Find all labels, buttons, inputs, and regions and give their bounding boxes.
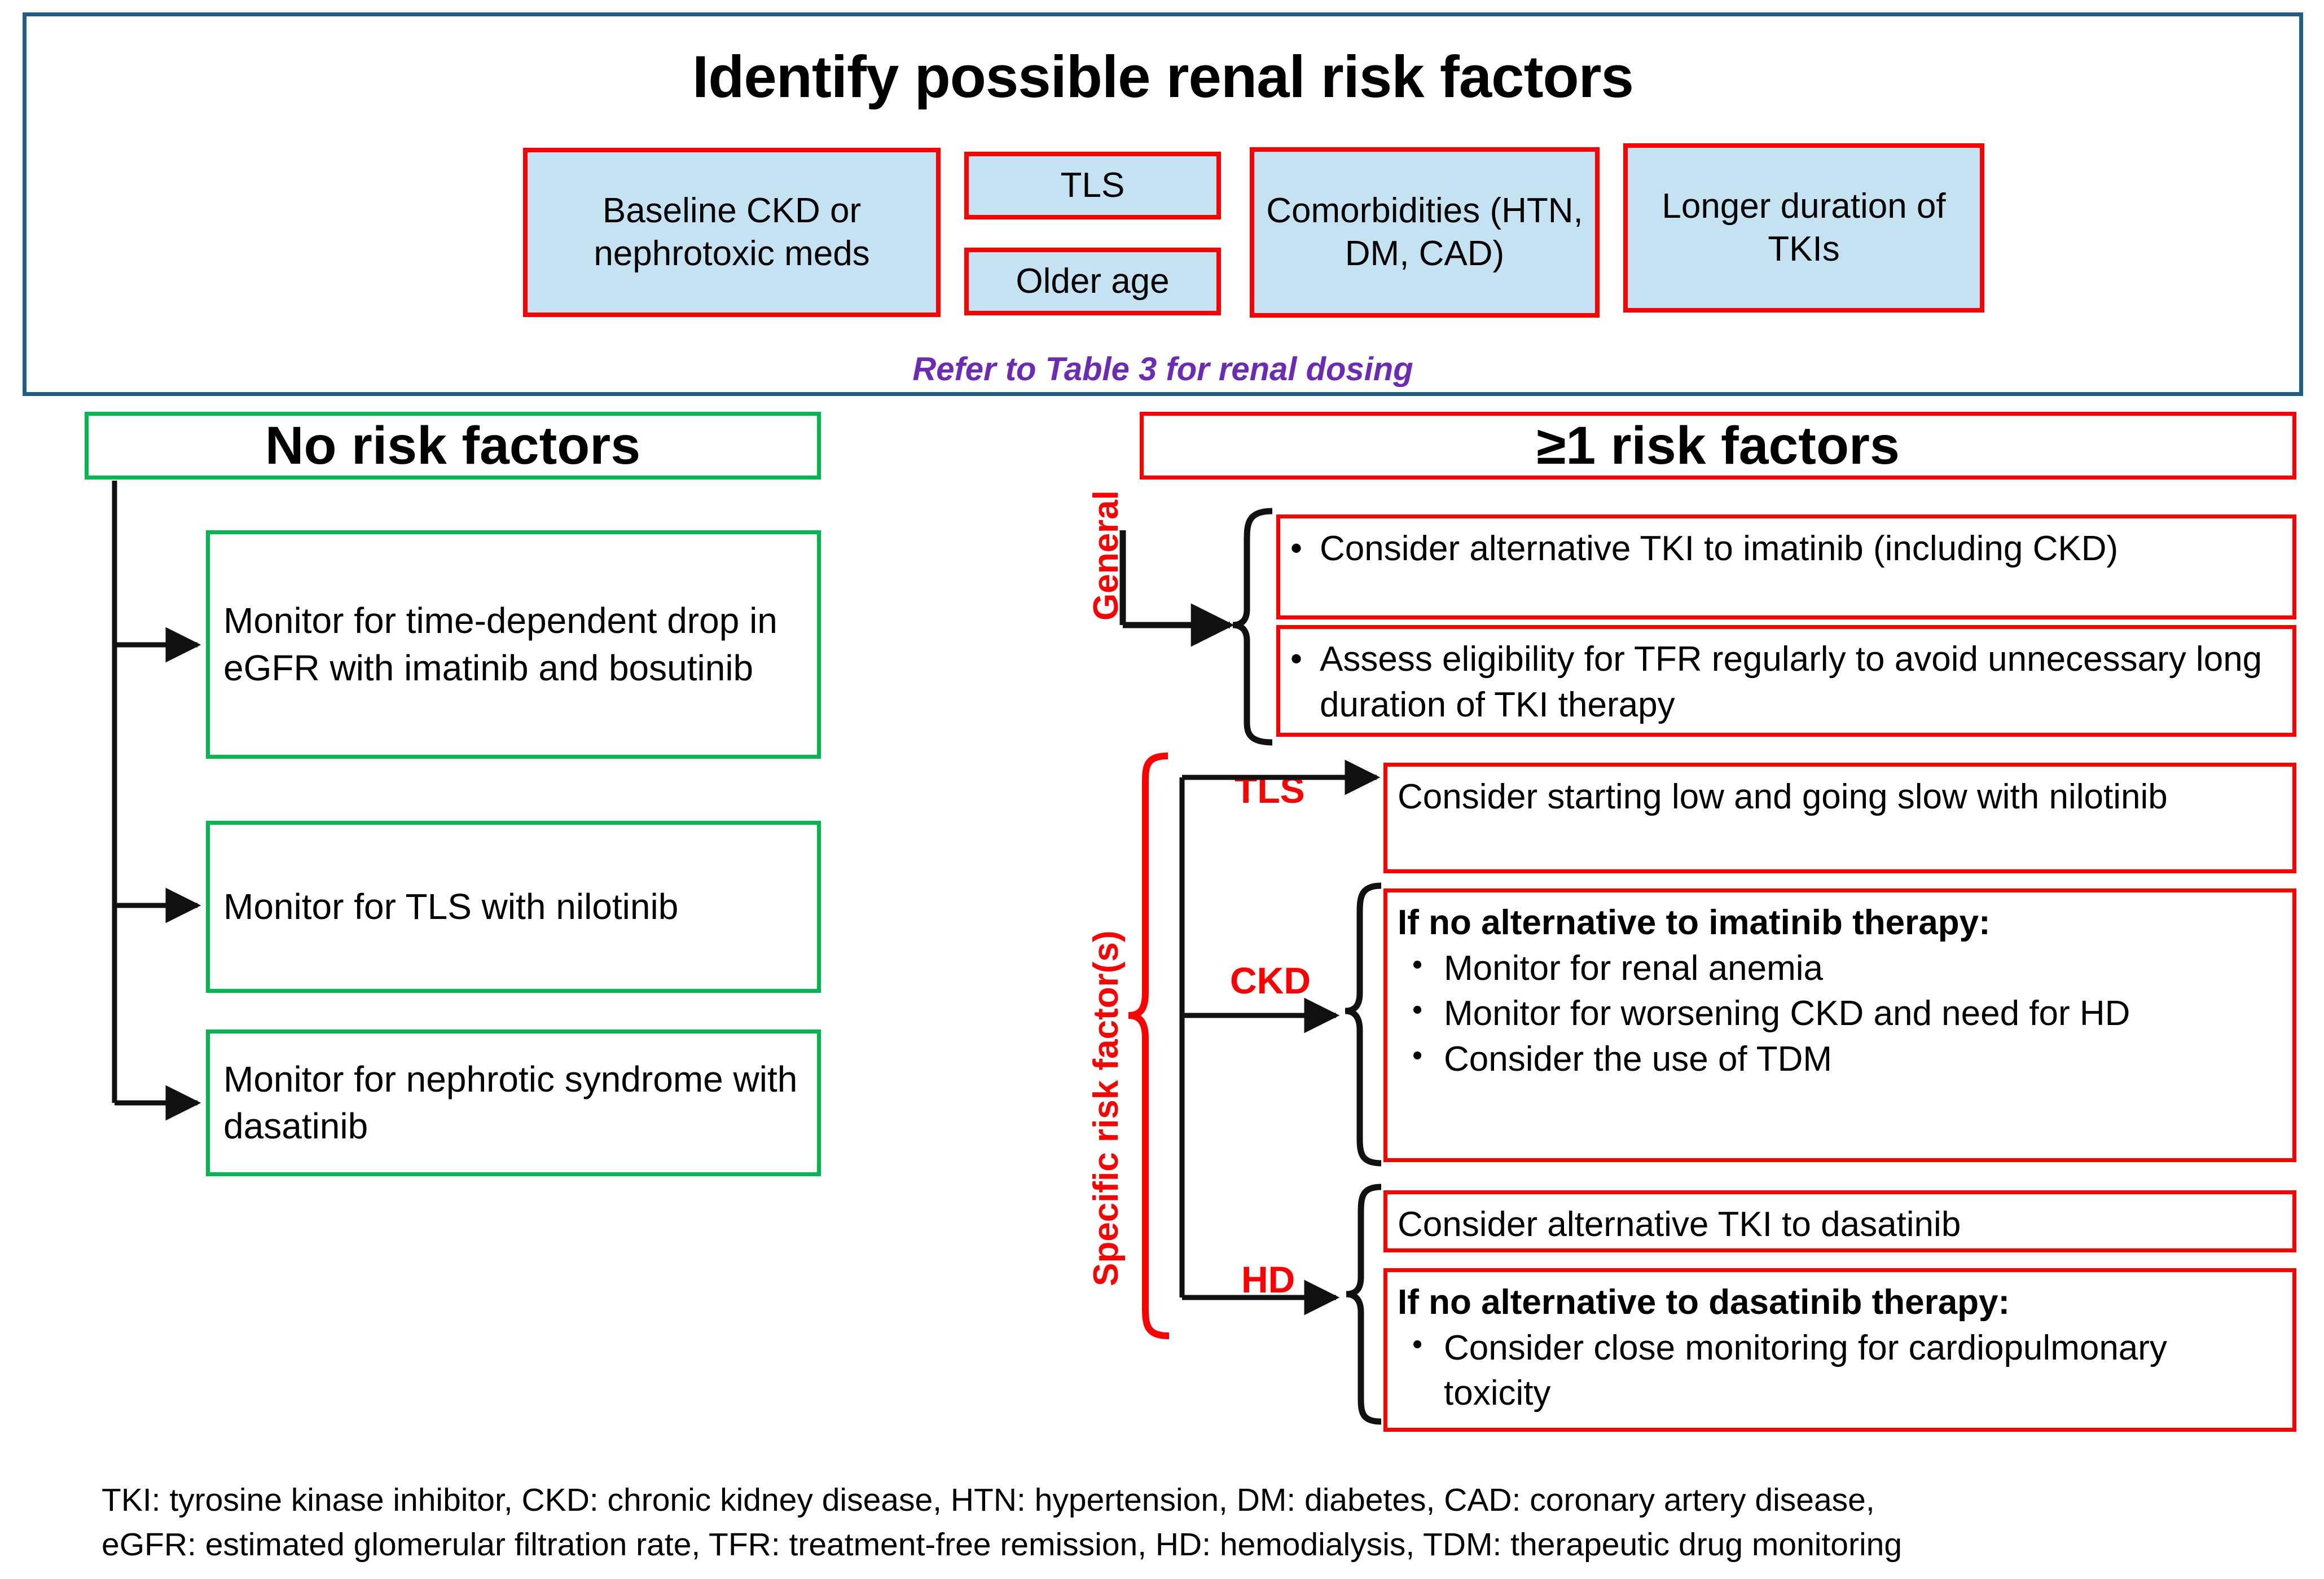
risk-factor-tls: TLS	[964, 152, 1221, 219]
general-brace	[1119, 508, 1273, 746]
ckd-box-heading: If no alternative to imatinib therapy:	[1398, 903, 1991, 942]
ckd-bullet-text: Monitor for worsening CKD and need for H…	[1444, 994, 2130, 1033]
abbreviations-legend: TKI: tyrosine kinase inhibitor, CKD: chr…	[102, 1478, 2263, 1567]
one-or-more-risk-factors-header: ≥1 risk factors	[1140, 412, 2296, 480]
specific-action-ckd-imatinib: If no alternative to imatinib therapy: •…	[1383, 889, 2296, 1162]
ckd-bullet-text: Consider the use of TDM	[1444, 1039, 1833, 1079]
page-title: Identify possible renal risk factors	[692, 44, 1634, 110]
specific-branch-connectors	[1179, 759, 1381, 1316]
hd-box-heading: If no alternative to dasatinib therapy:	[1398, 1283, 2010, 1322]
legend-line-2: eGFR: estimated glomerular filtration ra…	[102, 1526, 1903, 1563]
ckd-brace	[1345, 882, 1382, 1167]
bullet-icon: •	[1290, 529, 1303, 567]
risk-factor-longer-duration-tkis: Longer duration of TKIs	[1623, 143, 1984, 313]
general-action-text: Consider alternative TKI to imatinib (in…	[1320, 529, 2119, 568]
legend-line-1: TKI: tyrosine kinase inhibitor, CKD: chr…	[102, 1482, 1875, 1518]
specific-action-hd-alternative-tki: Consider alternative TKI to dasatinib	[1383, 1190, 2296, 1252]
no-risk-factors-header: No risk factors	[85, 412, 821, 480]
specific-risk-brace	[1128, 753, 1170, 1339]
left-branch-connectors	[112, 481, 201, 1121]
ckd-bullet-text: Monitor for renal anemia	[1444, 948, 1823, 988]
branch-label-ckd: CKD	[1230, 960, 1311, 1001]
no-risk-action-egfr-monitor: Monitor for time-dependent drop in eGFR …	[206, 530, 821, 759]
no-risk-action-nephrotic-monitor: Monitor for nephrotic syndrome with dasa…	[206, 1030, 821, 1176]
risk-factor-comorbidities: Comorbidities (HTN, DM, CAD)	[1250, 147, 1600, 318]
bullet-icon: •	[1412, 1327, 1423, 1361]
risk-factor-older-age: Older age	[964, 248, 1221, 315]
side-label-general: General	[1087, 490, 1126, 621]
hd-bullet-text: Consider close monitoring for cardiopulm…	[1444, 1328, 2167, 1413]
risk-factor-identification-panel: Identify possible renal risk factors Bas…	[23, 12, 2303, 396]
bullet-icon: •	[1290, 640, 1303, 678]
refer-to-table-note: Refer to Table 3 for renal dosing	[912, 351, 1413, 388]
risk-factor-baseline-ckd: Baseline CKD or nephrotoxic meds	[523, 148, 941, 317]
general-action-alternative-tki: • Consider alternative TKI to imatinib (…	[1276, 514, 2296, 619]
specific-action-hd-dasatinib: If no alternative to dasatinib therapy: …	[1383, 1268, 2296, 1432]
general-action-assess-tfr: • Assess eligibility for TFR regularly t…	[1276, 625, 2296, 737]
hd-brace	[1346, 1184, 1382, 1425]
bullet-icon: •	[1412, 948, 1423, 981]
specific-action-tls-nilotinib: Consider starting low and going slow wit…	[1383, 763, 2296, 873]
branch-label-hd: HD	[1241, 1259, 1295, 1300]
no-risk-action-tls-monitor: Monitor for TLS with nilotinib	[206, 821, 821, 993]
general-action-text: Assess eligibility for TFR regularly to …	[1320, 640, 2263, 724]
bullet-icon: •	[1412, 993, 1423, 1027]
side-label-specific-risk-factors: Specific risk factor(s)	[1087, 930, 1126, 1286]
branch-label-tls: TLS	[1235, 769, 1305, 811]
bullet-icon: •	[1412, 1039, 1423, 1072]
